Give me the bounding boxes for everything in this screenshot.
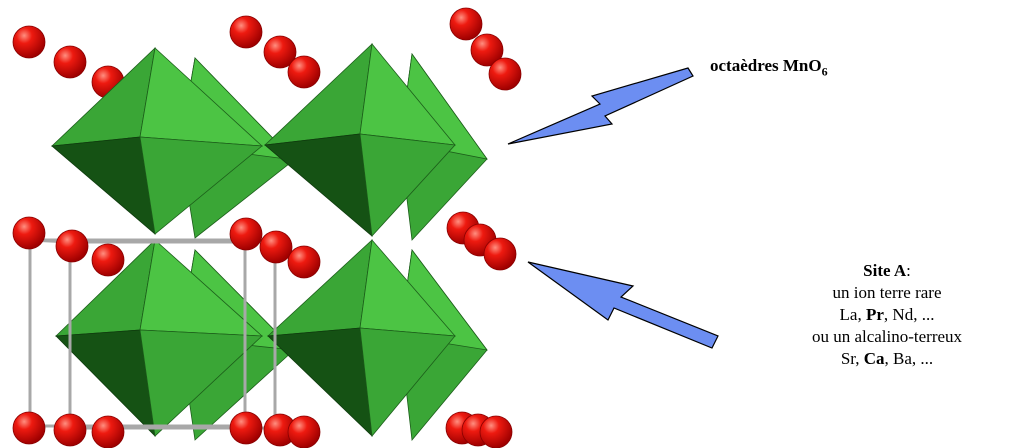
oxygen-atom-back-5 [287,55,321,89]
site-a-line-rare-earth-elements: La, Pr, Nd, ... [756,304,1018,326]
octahedron-face-ll-1 [264,133,373,237]
oxygen-atom-front-6 [12,411,46,445]
oxygen-atom-back-3 [229,15,263,49]
oxygen-atom-front-8 [91,415,125,448]
oxygen-atom-back-11 [483,237,517,271]
oxygen-atom-front-2 [91,243,125,277]
oxygen-atom-back-7 [470,33,504,67]
site-a-title-bold: Site A [863,261,907,280]
atoms-front-layer [12,216,321,448]
octahedron-face-lr-0 [139,136,264,235]
arrow-to-octahedra [507,67,694,145]
octahedra-label: octaèdres MnO6 [710,56,828,79]
oxygen-atom-front-3 [229,217,263,251]
oxygen-atom-front-0 [12,216,46,250]
oxygen-atom-front-4 [259,230,293,264]
oxygen-atom-back-0 [12,25,46,59]
octahedra-label-subscript: 6 [821,64,828,79]
oxygen-atom-front-7 [53,413,87,447]
oxygen-atom-back-6 [449,7,483,41]
site-a-line-alkaline-earth-elements: Sr, Ca, Ba, ... [756,348,1018,370]
oxygen-atom-front-9 [229,411,263,445]
mno6-octahedra [50,42,488,441]
arrow-to-site-a [527,261,719,349]
site-a-line-alkaline-earth: ou un alcalino-terreux [811,327,963,346]
octahedron-face-ur-0 [139,47,264,147]
oxygen-atom-front-1 [55,229,89,263]
unit-cell-back [68,240,277,430]
site-a-title-colon: : [906,261,911,280]
oxygen-atom-front-5 [287,245,321,279]
el-ca: Ca [863,349,885,368]
octahedron-face-lr-1 [359,133,456,237]
oxygen-atom-back-4 [263,35,297,69]
site-a-title: Site A: [756,260,1018,282]
atoms-back-layer [12,7,522,448]
site-a-line-rare-earth: un ion terre rare [832,283,942,302]
octahedra-label-text: octaèdres MnO [710,56,822,75]
el-nd: , Nd, ... [883,305,935,324]
oxygen-atom-back-14 [479,415,513,448]
octahedron-face-lr-2 [139,329,263,437]
octahedron-face-ll-0 [51,136,156,236]
oxygen-atom-back-8 [488,57,522,91]
site-a-label: Site A: un ion terre rare La, Pr, Nd, ..… [756,260,1018,370]
el-la: La, [839,305,866,324]
oxygen-atom-back-1 [53,45,87,79]
el-ba: , Ba, ... [884,349,934,368]
el-pr: Pr [865,305,884,324]
octahedron-face-lr-3 [359,327,456,437]
oxygen-atom-front-11 [287,415,321,448]
unit-cell-front [28,238,247,428]
el-sr: Sr, [840,349,864,368]
